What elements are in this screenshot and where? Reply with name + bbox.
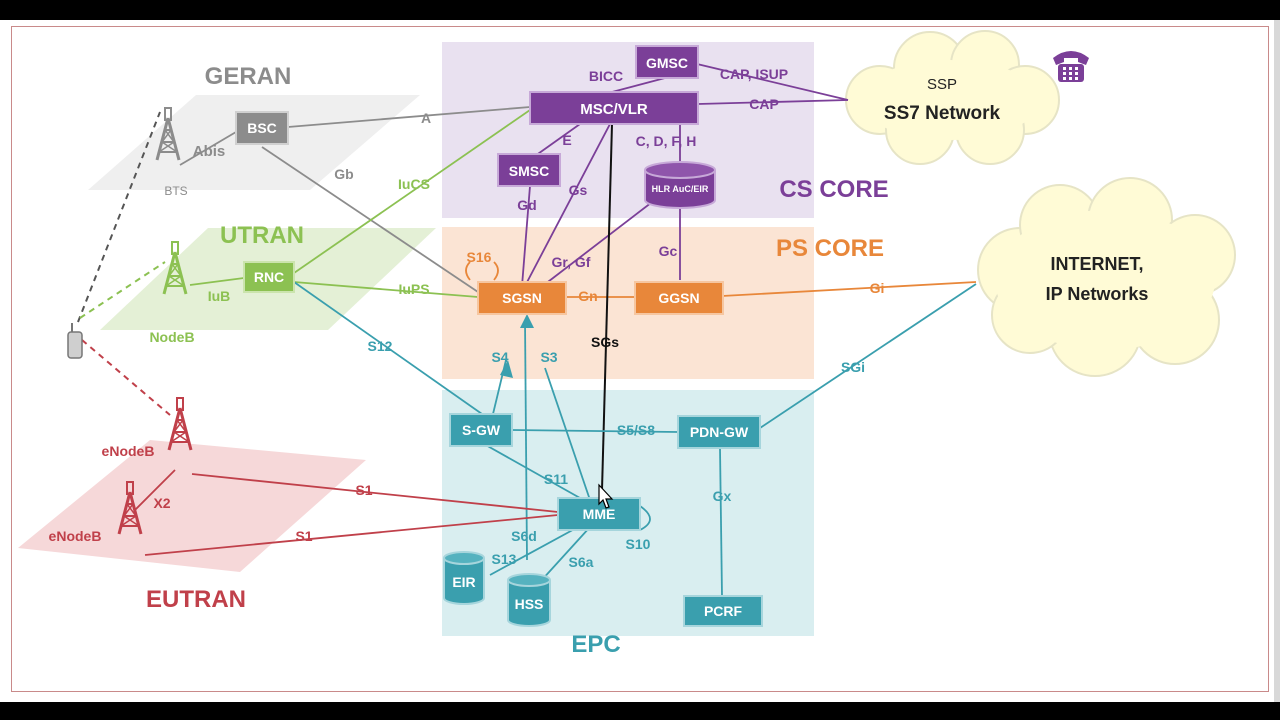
cdfh-label: C, D, F, H xyxy=(636,133,697,149)
sgw-node[interactable]: S-GW xyxy=(449,413,513,447)
mouse-cursor-icon xyxy=(598,483,614,509)
rnc-node[interactable]: RNC xyxy=(243,261,295,293)
iucs-label: IuCS xyxy=(398,176,430,192)
diagram-frame xyxy=(11,26,1269,692)
utran-links xyxy=(189,109,531,298)
hss-database[interactable]: HSS xyxy=(507,573,551,627)
cap-isup-label: CAP, ISUP xyxy=(720,66,788,82)
s1-label-lower: S1 xyxy=(295,528,312,544)
epc-title: EPC xyxy=(571,631,620,658)
diagram-canvas: GMSC MSC/VLR SMSC HLR AuC/EIR SGSN GGSN … xyxy=(0,20,1280,702)
gd-label: Gd xyxy=(517,197,536,213)
bsc-node[interactable]: BSC xyxy=(235,111,289,145)
svg-text:MSC/VLR: MSC/VLR xyxy=(580,101,648,118)
iups-label: IuPS xyxy=(398,281,429,297)
svg-text:SMSC: SMSC xyxy=(509,163,549,179)
ps-core-title: PS CORE xyxy=(776,235,884,262)
sgs-link xyxy=(601,123,613,491)
ps-links xyxy=(465,261,977,298)
svg-text:GMSC: GMSC xyxy=(646,55,688,71)
cs-links xyxy=(521,63,849,289)
sgi-label: SGi xyxy=(841,359,865,375)
smsc-node[interactable]: SMSC xyxy=(497,153,561,187)
lte-architecture-diagram: GMSC MSC/VLR SMSC HLR AuC/EIR SGSN GGSN … xyxy=(18,30,1236,658)
geran-title: GERAN xyxy=(205,63,292,90)
gc-label: Gc xyxy=(659,243,678,259)
ssp-label: SSP xyxy=(927,76,957,93)
svg-text:S-GW: S-GW xyxy=(462,422,501,438)
svg-text:HSS: HSS xyxy=(515,596,544,612)
msc-vlr-node[interactable]: MSC/VLR xyxy=(529,91,699,125)
enodeb-label-1: eNodeB xyxy=(102,443,155,459)
svg-text:GGSN: GGSN xyxy=(658,290,699,306)
eutran-plane xyxy=(18,440,366,572)
mobile-phone-icon xyxy=(67,323,83,359)
sgsn-node[interactable]: SGSN xyxy=(477,281,567,315)
s6d-arrow xyxy=(520,314,534,328)
s4-label: S4 xyxy=(491,349,508,365)
ip-networks-label: IP Networks xyxy=(1046,284,1149,304)
interface-labels: BICC CAP, ISUP CAP A E C, D, F, H Gd Gs … xyxy=(153,66,884,570)
a-label: A xyxy=(421,110,431,126)
cs-core-region xyxy=(442,42,814,218)
ggsn-node[interactable]: GGSN xyxy=(634,281,724,315)
svg-text:HLR AuC/EIR: HLR AuC/EIR xyxy=(652,184,709,194)
svg-text:BSC: BSC xyxy=(247,120,277,136)
internet-label: INTERNET, xyxy=(1050,254,1143,274)
s10-label: S10 xyxy=(626,536,651,552)
gx-label: Gx xyxy=(713,488,732,504)
epc-links xyxy=(293,281,977,597)
air-links xyxy=(77,111,171,416)
svg-text:MME: MME xyxy=(583,506,616,522)
svg-text:EIR: EIR xyxy=(452,574,475,590)
gn-label: Gn xyxy=(578,288,597,304)
iub-label: IuB xyxy=(208,288,231,304)
cap-label: CAP xyxy=(749,96,779,112)
bts-label: BTS xyxy=(164,184,187,198)
s3-label: S3 xyxy=(540,349,557,365)
svg-text:PDN-GW: PDN-GW xyxy=(690,424,749,440)
gi-label: Gi xyxy=(870,280,885,296)
s6a-label: S6a xyxy=(569,554,594,570)
eutran-title: EUTRAN xyxy=(146,586,246,613)
gb-label: Gb xyxy=(334,166,353,182)
gmsc-node[interactable]: GMSC xyxy=(635,45,699,79)
abis-label: Abis xyxy=(193,143,226,160)
s5s8-label: S5/S8 xyxy=(617,422,655,438)
svg-text:SGSN: SGSN xyxy=(502,290,542,306)
svg-text:RNC: RNC xyxy=(254,269,284,285)
s1-label-upper: S1 xyxy=(355,482,372,498)
nodeb-label: NodeB xyxy=(149,329,194,345)
eutran-links xyxy=(134,469,559,556)
s13-label: S13 xyxy=(492,551,517,567)
ss7-cloud xyxy=(845,30,1060,165)
s4-arrow xyxy=(500,360,513,378)
sgs-label: SGs xyxy=(591,334,619,350)
s16-label: S16 xyxy=(467,249,492,265)
e-label: E xyxy=(562,132,571,148)
pdn-gw-node[interactable]: PDN-GW xyxy=(677,415,761,449)
x2-label: X2 xyxy=(153,495,170,511)
gr-gf-label: Gr, Gf xyxy=(552,254,591,270)
svg-text:PCRF: PCRF xyxy=(704,603,743,619)
bicc-label: BICC xyxy=(589,68,623,84)
cs-core-title: CS CORE xyxy=(779,176,888,203)
s11-label: S11 xyxy=(544,471,568,487)
phone-icon xyxy=(1053,51,1089,82)
s6d-label: S6d xyxy=(511,528,537,544)
scrollbar[interactable] xyxy=(1274,20,1280,702)
ss7-label: SS7 Network xyxy=(884,103,1001,124)
utran-title: UTRAN xyxy=(220,222,304,249)
internet-cloud xyxy=(977,177,1236,377)
eir-database[interactable]: EIR xyxy=(443,551,485,605)
pcrf-node[interactable]: PCRF xyxy=(683,595,763,627)
gs-label: Gs xyxy=(569,182,588,198)
s12-label: S12 xyxy=(368,338,393,354)
enodeb-label-2: eNodeB xyxy=(49,528,102,544)
hlr-database[interactable]: HLR AuC/EIR xyxy=(644,161,716,209)
